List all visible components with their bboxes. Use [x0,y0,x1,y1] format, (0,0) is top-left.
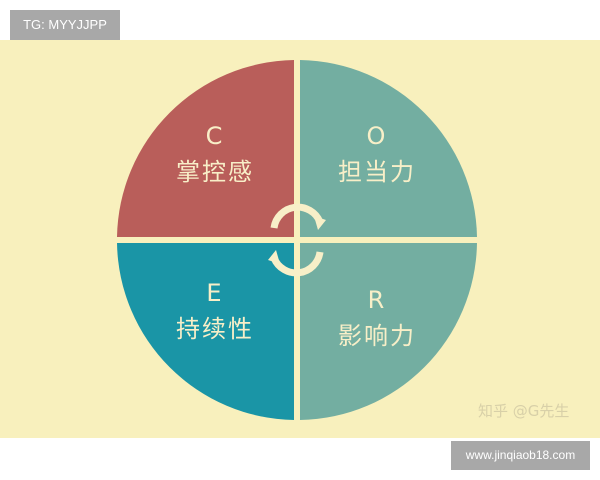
site-label: www.jinqiaob18.com [451,441,590,470]
tag-label: TG: MYYJJPP [10,10,120,40]
quadrant-o [300,60,477,237]
quadrant-c [117,60,294,237]
quadrant-e [117,243,294,420]
cycle-arrows-icon [270,203,324,277]
credit-watermark: 知乎 @G先生 [478,402,570,420]
quadrant-r [300,243,477,420]
